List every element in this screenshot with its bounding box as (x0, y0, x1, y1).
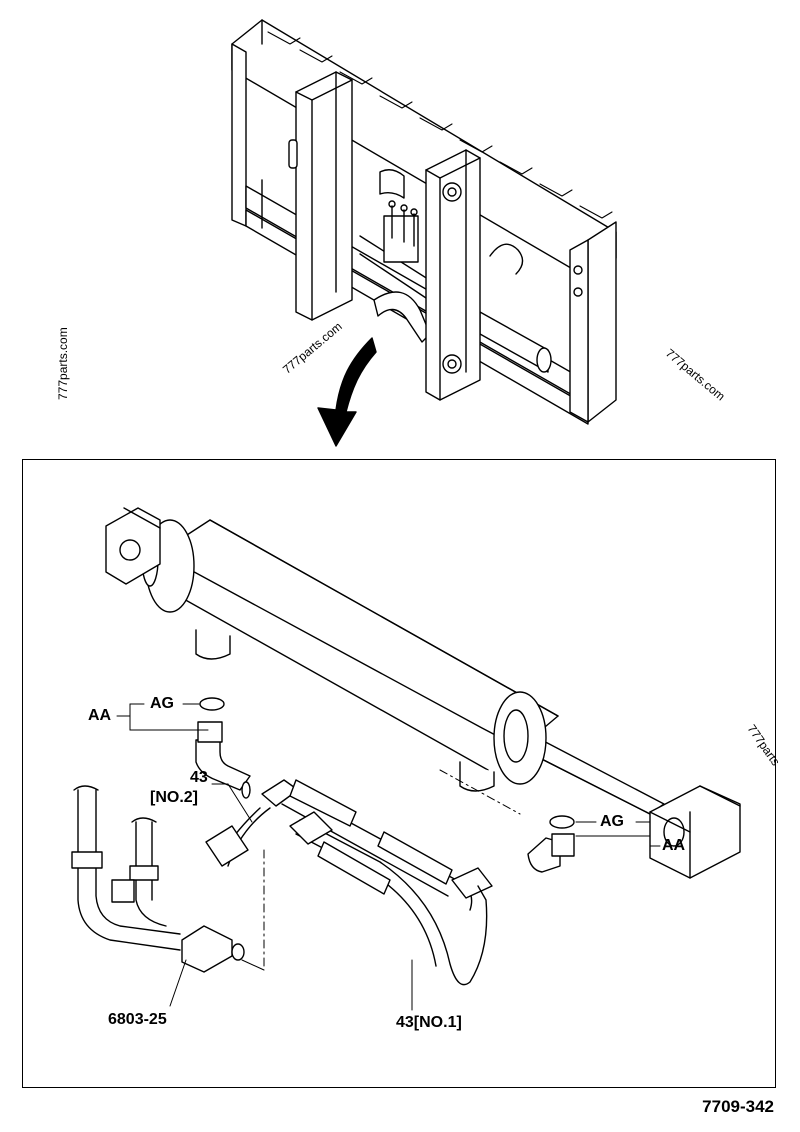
leader-lines (116, 703, 661, 1011)
callout-hose-no2-tag: [NO.2] (150, 789, 198, 806)
callout-ag-right: AG (600, 813, 624, 830)
callout-hose-no1: 43[NO.1] (396, 1014, 462, 1031)
watermark-left: 777parts.com (56, 327, 70, 400)
elbow-fitting-right (527, 833, 575, 873)
callout-aa-left: AA (88, 707, 112, 724)
drawing-number: 7709-342 (702, 1097, 774, 1116)
o-ring-right (549, 815, 575, 829)
callout-ag-left: AG (150, 695, 174, 712)
hose-no1 (289, 811, 488, 986)
detail-frame (22, 459, 776, 1088)
callout-aa-right: AA (662, 837, 686, 854)
callout-hose-no2-number: 43 (190, 769, 208, 786)
tube-bundle (71, 785, 245, 973)
elbow-fitting-left (195, 721, 251, 799)
hydraulic-cylinder (105, 507, 741, 879)
carriage-assembly (231, 19, 617, 425)
o-ring-left (199, 697, 225, 711)
pointer-arrow (317, 337, 377, 447)
callout-fitting: 6803-25 (108, 1011, 167, 1028)
hose-no2 (205, 779, 493, 911)
